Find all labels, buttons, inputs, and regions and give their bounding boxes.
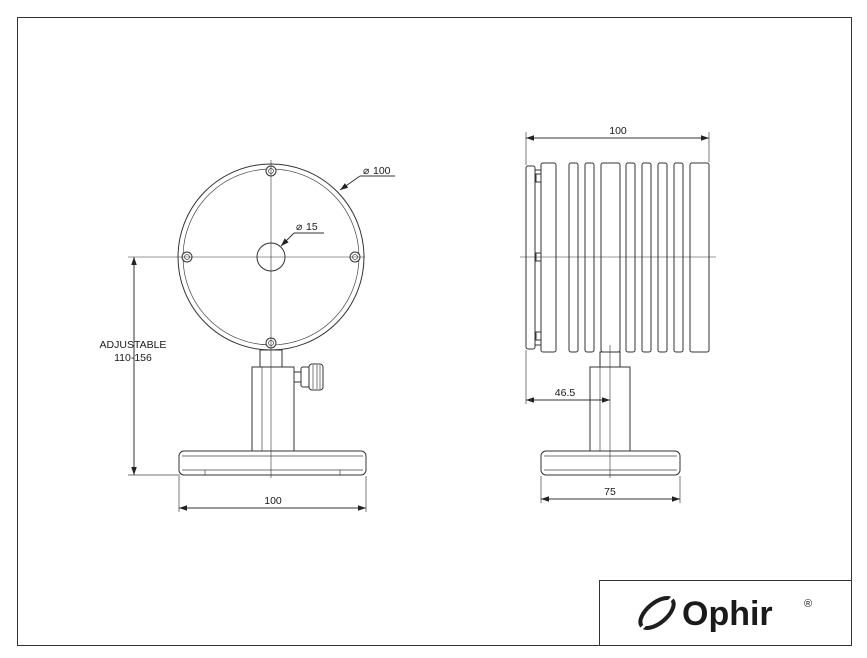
logo-registered: ® <box>804 598 812 610</box>
dim-front-diameter-aperture-symbol: ⌀ <box>296 221 303 233</box>
dim-side-offset-value: 46.5 <box>555 387 576 399</box>
dim-front-diameter-aperture-value: 15 <box>306 221 318 233</box>
side-finned-head <box>525 162 710 353</box>
dim-front-base-width: 100 <box>178 476 367 512</box>
thumb-screw <box>293 363 324 391</box>
dim-front-diameter-outer: ⌀ 100 <box>339 165 395 191</box>
front-base-plate <box>178 450 367 476</box>
dim-front-height: ADJUSTABLE 110-156 <box>100 257 180 476</box>
dim-front-height-value: 110-156 <box>114 352 152 364</box>
ophir-logo-icon <box>638 594 676 632</box>
dim-front-base-width-value: 100 <box>264 495 282 507</box>
dim-side-width-value: 100 <box>609 125 627 137</box>
logo-text: Ophir <box>682 595 773 633</box>
dim-side-width: 100 <box>525 125 710 165</box>
dim-front-diameter-aperture: ⌀ 15 <box>280 221 324 247</box>
dim-side-base-depth: 75 <box>540 476 681 503</box>
drawing-frame <box>17 17 852 646</box>
dim-side-offset: 46.5 <box>525 350 610 404</box>
logo-block: Ophir ® <box>599 580 852 646</box>
dim-front-diameter-outer-symbol: ⌀ <box>363 165 370 177</box>
dim-front-height-label: ADJUSTABLE <box>100 339 167 351</box>
side-base-plate <box>540 450 681 476</box>
front-view: ⌀ 100 ⌀ 15 ADJUSTABLE 110-156 100 <box>100 160 395 512</box>
front-post <box>251 366 295 452</box>
dim-front-diameter-outer-value: 100 <box>373 165 391 177</box>
dim-side-base-depth-value: 75 <box>604 486 616 498</box>
side-view: 100 46.5 75 <box>520 125 716 503</box>
